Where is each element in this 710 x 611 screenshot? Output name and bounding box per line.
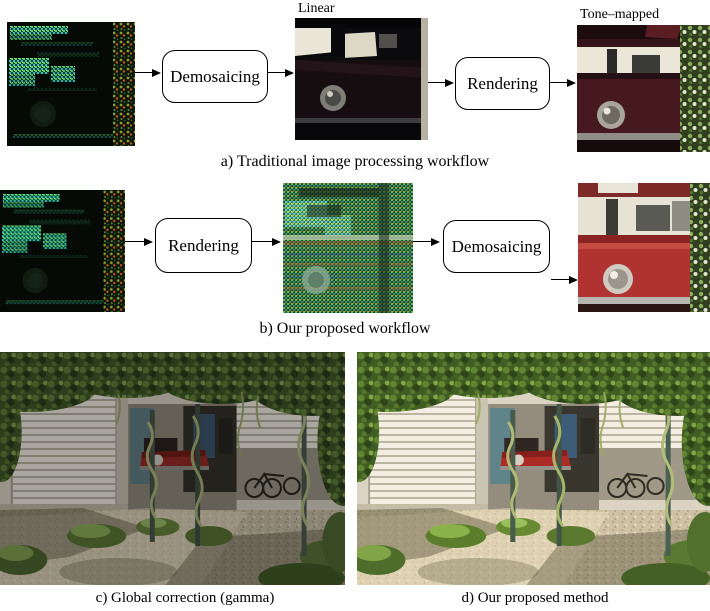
- flow-arrow-a1: [135, 68, 161, 77]
- arrow-right-icon: [445, 78, 454, 87]
- tonemapped-image-a: [577, 25, 710, 152]
- caption-c: c) Global correction (gamma): [95, 590, 275, 606]
- arrow-right-icon: [272, 237, 281, 246]
- tonemapped-image-label: Tone–mapped: [580, 7, 660, 22]
- arrow-shaft: [413, 240, 431, 243]
- proposed-method-photo: [357, 352, 710, 585]
- rendered-mosaic-image-b: [283, 183, 413, 313]
- raw-sensor-image-b: [0, 190, 125, 312]
- flow-arrow-b3: [413, 237, 440, 246]
- flow-arrow-a2: [268, 68, 294, 77]
- arrow-right-icon: [567, 78, 576, 87]
- arrow-right-icon: [285, 68, 294, 77]
- flow-arrow-a3: [428, 78, 454, 87]
- linear-image-label: Linear: [298, 1, 335, 16]
- arrow-shaft: [268, 71, 285, 74]
- arrow-right-icon: [569, 275, 578, 284]
- arrow-shaft: [135, 71, 152, 74]
- flow-arrow-a4: [550, 78, 576, 87]
- flow-arrow-b1: [125, 237, 153, 246]
- demosaicing-box-a: Demosaicing: [162, 50, 268, 103]
- demosaicing-box-b: Demosaicing: [443, 220, 550, 273]
- demosaicing-box-b-label: Demosaicing: [451, 237, 542, 256]
- arrow-right-icon: [152, 68, 161, 77]
- linear-image-a: [295, 18, 428, 140]
- rendering-box-a-label: Rendering: [467, 74, 538, 93]
- arrow-shaft: [252, 240, 272, 243]
- flow-arrow-b2: [252, 237, 281, 246]
- arrow-shaft: [125, 240, 144, 243]
- arrow-shaft: [428, 81, 445, 84]
- arrow-shaft: [551, 278, 569, 281]
- caption-d: d) Our proposed method: [461, 590, 609, 606]
- flow-arrow-b4: [551, 275, 578, 284]
- rendering-box-a: Rendering: [455, 57, 550, 110]
- rendering-box-b-label: Rendering: [168, 236, 239, 255]
- rendering-box-b: Rendering: [155, 218, 252, 273]
- caption-b: b) Our proposed workflow: [259, 320, 431, 337]
- caption-a: a) Traditional image processing workflow: [220, 153, 490, 170]
- arrow-right-icon: [431, 237, 440, 246]
- output-image-b: [578, 183, 710, 312]
- arrow-shaft: [550, 81, 567, 84]
- raw-sensor-image-a: [7, 22, 135, 146]
- demosaicing-box-a-label: Demosaicing: [170, 67, 260, 86]
- arrow-right-icon: [144, 237, 153, 246]
- gamma-corrected-photo: [0, 352, 345, 585]
